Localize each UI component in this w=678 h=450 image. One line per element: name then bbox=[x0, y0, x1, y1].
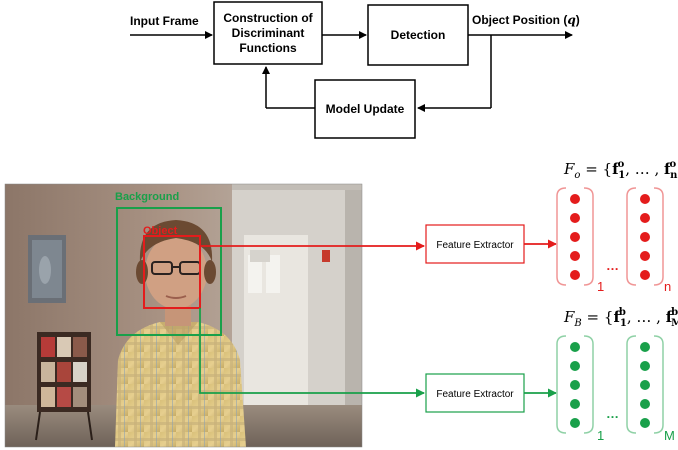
background-vectorm-dot-1 bbox=[640, 342, 650, 352]
background-index-last: M bbox=[664, 428, 675, 443]
object-vector1-dot-2 bbox=[570, 213, 580, 223]
construction-line3: Functions bbox=[239, 41, 297, 55]
background-vector1-bracket-right bbox=[583, 335, 594, 434]
background-dots-ellipsis: … bbox=[606, 406, 619, 421]
construction-line1: Construction of bbox=[223, 11, 313, 25]
background-vector1-bracket-left bbox=[556, 335, 567, 434]
photo-frame bbox=[4, 183, 363, 448]
object-vector1-bracket-right bbox=[583, 187, 594, 286]
object-vectorn-dot-3 bbox=[640, 232, 650, 242]
background-vectorm-bracket-right bbox=[653, 335, 664, 434]
object-vector1-dot-1 bbox=[570, 194, 580, 204]
background-vectorm-dot-2 bbox=[640, 361, 650, 371]
model-update-box bbox=[314, 79, 416, 139]
background-vectorm-dot-4 bbox=[640, 399, 650, 409]
background-vector1-dot-2 bbox=[570, 361, 580, 371]
background-bounding-box bbox=[116, 207, 222, 336]
object-dots-ellipsis: … bbox=[606, 258, 619, 273]
background-vectorm-dot-3 bbox=[640, 380, 650, 390]
object-vectorn-bracket-left bbox=[626, 187, 637, 286]
background-vectorm-bracket-left bbox=[626, 335, 637, 434]
top-flow: Input Frame Construction of Discriminant… bbox=[130, 1, 580, 139]
background-pipeline: Feature Extractor FB = {fb1, … , fbM} 1 … bbox=[199, 307, 678, 443]
detection-box bbox=[367, 4, 469, 66]
input-frame-label: Input Frame bbox=[130, 14, 199, 28]
object-vector1-bracket-left bbox=[556, 187, 567, 286]
construction-box bbox=[213, 1, 323, 65]
object-index-last: n bbox=[664, 279, 671, 294]
background-vectorm-dot-5 bbox=[640, 418, 650, 428]
construction-line2: Discriminant bbox=[232, 26, 305, 40]
background-feature-formula: FB = {fb1, … , fbM} bbox=[563, 307, 678, 329]
object-vectorn-dot-1 bbox=[640, 194, 650, 204]
background-tag: Background bbox=[115, 191, 179, 203]
background-vector1-dot-3 bbox=[570, 380, 580, 390]
object-vector1-dot-4 bbox=[570, 251, 580, 261]
object-position-label: Object Position (q) bbox=[472, 13, 580, 27]
object-vectorn-bracket-right bbox=[653, 187, 664, 286]
model-update-label: Model Update bbox=[326, 102, 405, 116]
object-tag: Object bbox=[143, 225, 178, 237]
background-vector1-dots bbox=[570, 342, 580, 428]
object-vectorn-dot-5 bbox=[640, 270, 650, 280]
background-feature-extractor-box bbox=[425, 373, 525, 413]
detection-label: Detection bbox=[391, 28, 446, 42]
object-vectorn-dots bbox=[640, 194, 650, 280]
background-vectorm-dots bbox=[640, 342, 650, 428]
tracking-photo bbox=[5, 184, 362, 447]
arrow-background-to-extractor bbox=[199, 308, 425, 398]
object-vector1-dots bbox=[570, 194, 580, 280]
object-vector1-dot-5 bbox=[570, 270, 580, 280]
object-index-first: 1 bbox=[597, 279, 604, 294]
background-index-first: 1 bbox=[597, 428, 604, 443]
background-vector1-dot-4 bbox=[570, 399, 580, 409]
object-vector1-dot-3 bbox=[570, 232, 580, 242]
object-bounding-box bbox=[143, 235, 201, 309]
object-vectorn-dot-4 bbox=[640, 251, 650, 261]
background-vector1-dot-1 bbox=[570, 342, 580, 352]
object-feature-formula: Fo = {fo1, … , fon} bbox=[563, 159, 678, 181]
object-feature-extractor-label: Feature Extractor bbox=[436, 240, 514, 251]
background-vector1-dot-5 bbox=[570, 418, 580, 428]
background-feature-extractor-label: Feature Extractor bbox=[436, 389, 514, 400]
object-vectorn-dot-2 bbox=[640, 213, 650, 223]
